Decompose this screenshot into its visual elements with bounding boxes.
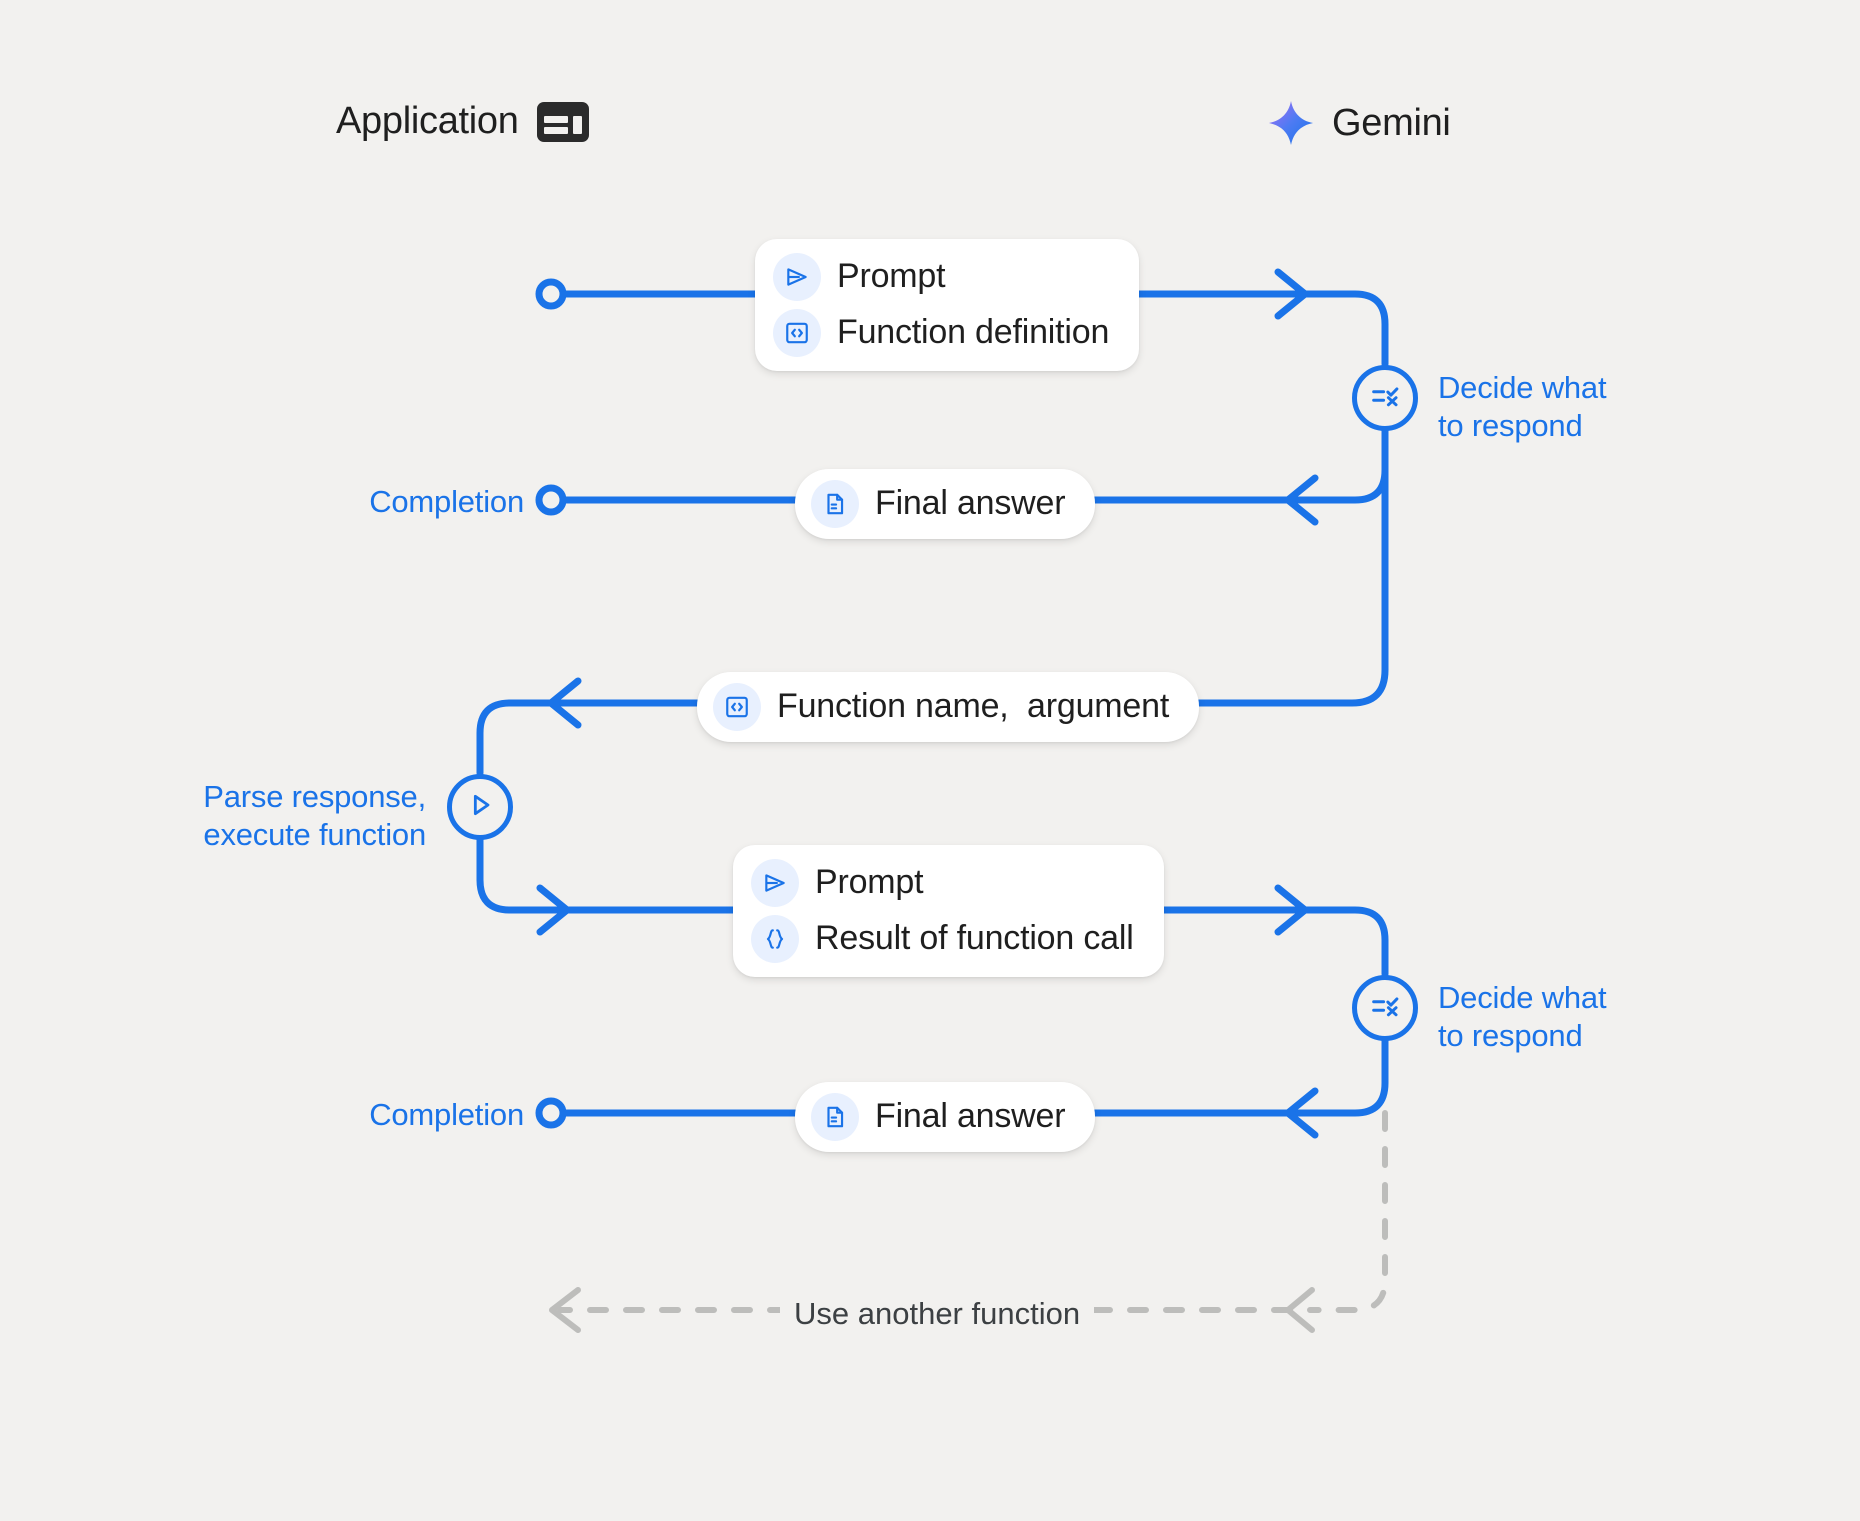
label-loop-use-another-function: Use another function [780,1296,1095,1332]
header-application-label: Application [336,100,519,142]
node-decide-2-line1: Decide what [1438,980,1607,1015]
arrowhead-request-2b [1274,884,1309,936]
node-decide-2[interactable] [1352,975,1418,1041]
message-row: Final answer [811,1093,1066,1141]
arrowhead-loop-left [549,1287,581,1333]
gemini-spark-icon [1268,100,1314,146]
header-application: Application [336,100,589,143]
code-brackets-icon [713,683,761,731]
play-execute-icon [464,789,496,826]
node-parse-execute-label: Parse response, execute function [186,778,426,854]
wire-app-left-down-2 [476,836,560,914]
label-completion-2: Completion [369,1097,524,1132]
checklist-decision-icon [1368,379,1402,418]
node-parse-line1: Parse response, [203,779,426,814]
message-row: Prompt [751,859,1134,907]
message-label: Prompt [815,863,924,902]
dashboard-layout-icon [536,101,589,142]
message-row: Final answer [811,480,1066,528]
wire-gemini-down-4 [1288,1037,1389,1117]
header-gemini: Gemini [1268,100,1451,146]
message-label: Final answer [875,1097,1066,1136]
code-brackets-icon [773,309,821,357]
message-label: Prompt [837,257,946,296]
origin-dot-request-1 [535,278,567,310]
arrowhead-completion-2 [1284,1087,1319,1139]
node-decide-2-label: Decide what to respond [1438,979,1607,1055]
origin-dot-completion-2 [535,1097,567,1129]
message-completion-2[interactable]: Final answer [795,1082,1096,1152]
checklist-decision-icon [1368,989,1402,1028]
wire-gemini-long-down [1288,427,1389,707]
arrowhead-loop-mid [1285,1287,1315,1333]
document-icon [811,480,859,528]
arrowhead-request-1 [1274,268,1309,320]
wire-loop-right-down [1307,1110,1388,1313]
curly-braces-icon [751,915,799,963]
message-row: Result of function call [751,915,1134,963]
wire-app-left-down [476,699,560,777]
send-prompt-icon [773,253,821,301]
message-label: Result of function call [815,919,1134,958]
node-decide-1[interactable] [1352,365,1418,431]
message-row: Function name, argument [713,683,1169,731]
node-decide-1-line2: to respond [1438,407,1583,443]
node-decide-1-line1: Decide what [1438,370,1607,405]
node-decide-1-label: Decide what to respond [1438,369,1607,445]
message-completion-1[interactable]: Final answer [795,469,1096,539]
node-parse-execute[interactable] [447,774,513,840]
wire-gemini-down-1 [1286,290,1389,368]
message-label: Final answer [875,484,1066,523]
send-prompt-icon [751,859,799,907]
message-row: Prompt [773,253,1109,301]
message-function-call[interactable]: Function name, argument [697,672,1200,742]
message-request-1[interactable]: Prompt Function definition [755,239,1140,371]
arrowhead-function-call [547,677,582,729]
header-gemini-label: Gemini [1332,101,1451,144]
message-label: Function name, argument [777,687,1170,726]
node-parse-line2: execute function [203,816,426,852]
message-row: Function definition [773,309,1109,357]
label-completion-1: Completion [369,484,524,519]
arrowhead-completion-1 [1284,474,1319,526]
origin-dot-completion-1 [535,484,567,516]
node-decide-2-line2: to respond [1438,1017,1583,1053]
wire-gemini-down-3 [1286,906,1389,978]
document-icon [811,1093,859,1141]
message-label: Function definition [837,313,1110,352]
arrowhead-request-2 [536,884,571,936]
message-request-2[interactable]: Prompt Result of function call [733,845,1164,977]
